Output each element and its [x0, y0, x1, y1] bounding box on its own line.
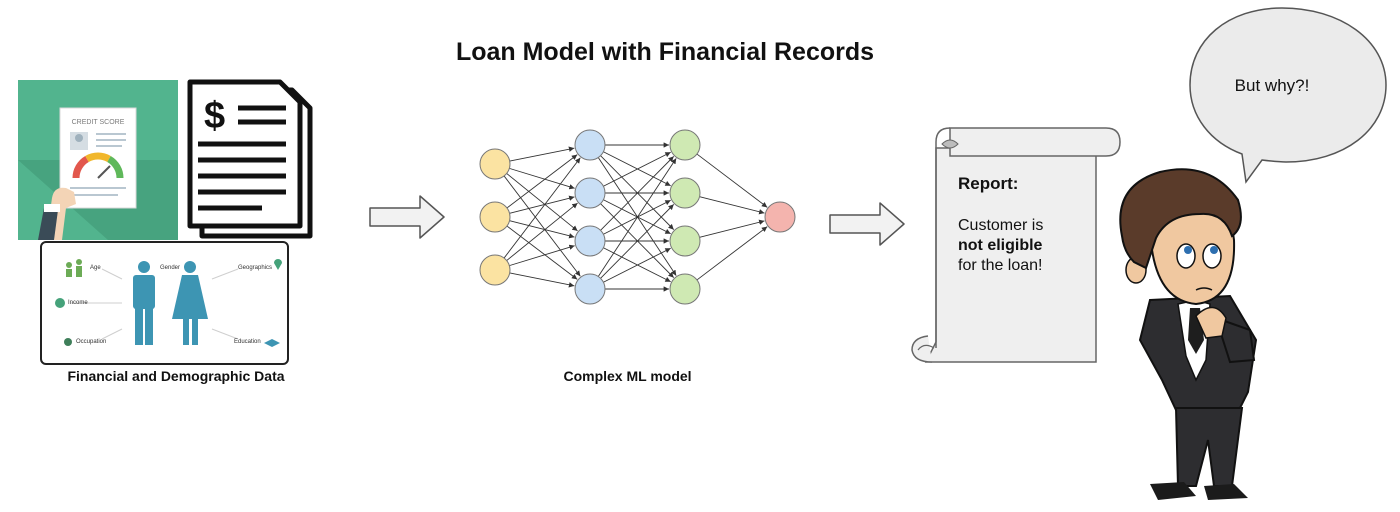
neural-network: [479, 129, 796, 305]
report-body: Customer is not eligible for the loan!: [958, 216, 1088, 276]
report-line-1: Customer is: [958, 217, 1044, 234]
network-node-layer-1: [479, 254, 511, 286]
network-node-layer-3: [669, 177, 701, 209]
demo-label-gender: Gender: [160, 265, 181, 271]
network-node-layer-3: [669, 129, 701, 161]
network-edge: [506, 225, 578, 280]
dollar-sign: $: [204, 95, 225, 137]
network-node-layer-2: [574, 273, 606, 305]
network-edge: [699, 219, 765, 238]
network-edge: [509, 146, 575, 162]
report-scroll: [911, 127, 1121, 363]
credit-score-card-icon: CREDIT SCORE: [18, 107, 178, 240]
financial-document-image: $: [182, 78, 322, 243]
credit-score-label: CREDIT SCORE: [72, 119, 125, 126]
demo-label-age: Age: [90, 265, 101, 271]
network-node-layer-1: [479, 201, 511, 233]
demographic-data-image: Age Gender Geographics Income Occupation…: [40, 241, 289, 365]
network-edge: [509, 244, 575, 267]
thinking-person-illustration: [1119, 168, 1258, 500]
demographic-figures-icon: [55, 259, 282, 347]
report-text: Report: Customer is not eligible for the…: [958, 174, 1088, 276]
network-edge: [696, 153, 768, 208]
network-node-layer-2: [574, 225, 606, 257]
document-dollar-icon: $: [187, 79, 313, 239]
network-edge: [603, 247, 671, 283]
demo-label-geographics: Geographics: [238, 265, 273, 271]
credit-score-image: CREDIT SCORE: [18, 80, 178, 240]
model-caption: Complex ML model: [563, 368, 692, 384]
network-edge: [696, 226, 768, 281]
network-edge: [597, 158, 677, 277]
network-edge: [506, 154, 578, 209]
network-node-layer-3: [669, 273, 701, 305]
network-node-layer-1: [479, 148, 511, 180]
network-edge: [699, 196, 765, 215]
network-edge: [503, 175, 581, 277]
flow-arrow-1: [369, 195, 445, 239]
report-heading: Report:: [958, 174, 1019, 193]
report-line-3: for the loan!: [958, 257, 1043, 274]
network-edge: [509, 272, 575, 288]
speech-bubble: [1189, 7, 1387, 184]
network-edge: [600, 156, 675, 231]
flow-arrow-2: [829, 202, 905, 246]
demo-label-occupation: Occupation: [76, 339, 107, 345]
network-edge: [506, 173, 578, 232]
network-node-layer-2: [574, 177, 606, 209]
demo-label-education: Education: [234, 339, 261, 345]
network-edge: [509, 167, 575, 190]
network-edge: [600, 204, 675, 279]
network-edge: [603, 151, 671, 187]
demo-label-income: Income: [68, 300, 88, 306]
diagram-title: Loan Model with Financial Records: [455, 38, 875, 66]
network-node-layer-4: [764, 201, 796, 233]
network-edge: [506, 202, 578, 261]
network-node-layer-3: [669, 225, 701, 257]
network-edge: [509, 195, 575, 214]
network-node-layer-2: [574, 129, 606, 161]
report-line-2: not eligible: [958, 237, 1043, 254]
network-edge: [509, 220, 575, 239]
data-caption: Financial and Demographic Data: [67, 368, 285, 384]
speech-bubble-text: But why?!: [1234, 76, 1310, 95]
network-edge: [503, 157, 581, 259]
